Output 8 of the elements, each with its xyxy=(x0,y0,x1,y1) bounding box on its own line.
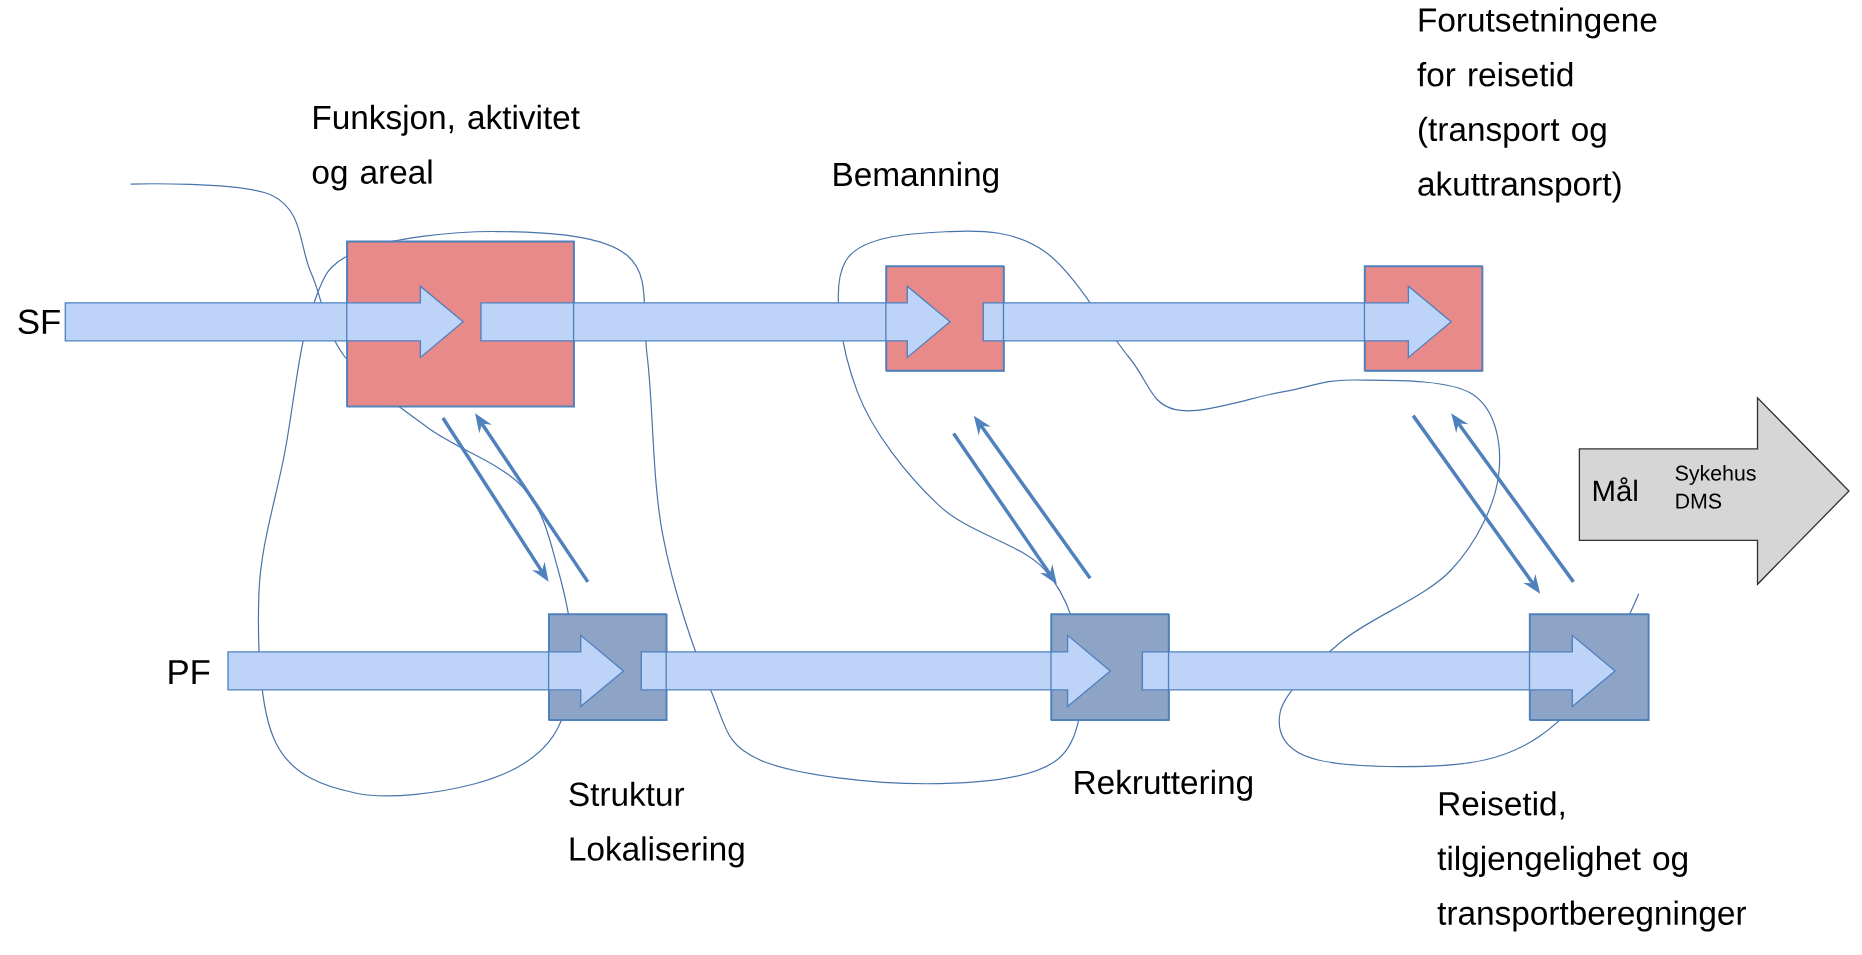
box-heading: Bemanning xyxy=(834,161,998,193)
box-caption: Struktur Lokalisering xyxy=(569,781,744,868)
box-heading: Funksjon, aktivitet og areal xyxy=(312,104,580,191)
box-caption: Reisetid, tilgjengelighet og transportberegninger xyxy=(1437,791,1746,932)
box-heading: Forutsetningene for reisetid (transport og akuttransport) xyxy=(1417,7,1657,203)
lane-label: PF xyxy=(169,660,210,685)
lane-label: SF xyxy=(18,309,60,335)
box-caption: Rekruttering xyxy=(1075,769,1252,801)
